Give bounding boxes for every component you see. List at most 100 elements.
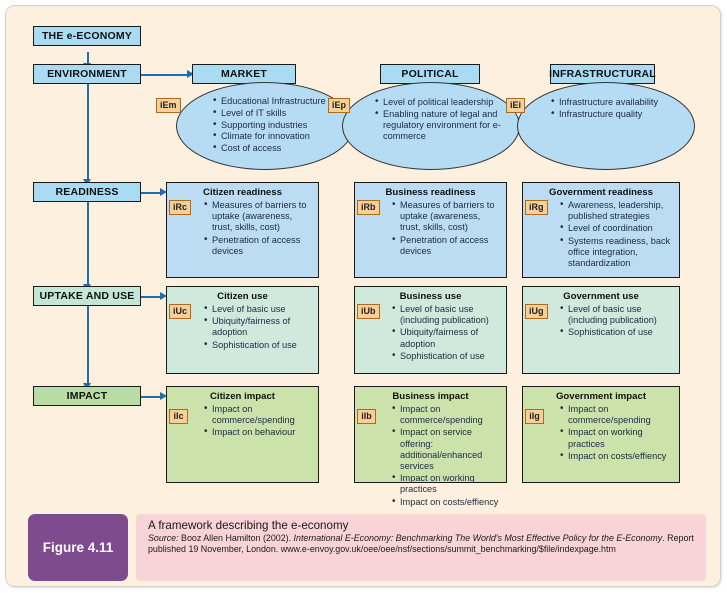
- list-item: Impact on working practices: [560, 426, 673, 449]
- arrow-environment-to-market: [187, 70, 194, 78]
- panel-title: Government use: [563, 291, 639, 302]
- stage-label-uptake-and-use[interactable]: UPTAKE AND USE: [33, 286, 141, 306]
- connector-environment-spine: [87, 84, 89, 183]
- list-item: Supporting industries: [213, 119, 351, 131]
- figure-source-text: Source: Booz Allen Hamilton (2002). Inte…: [148, 533, 696, 556]
- panel-title: Business readiness: [385, 187, 476, 198]
- environment-ellipse-market: Educational Infrastructure Level of IT s…: [176, 82, 354, 170]
- figure-number-badge: Figure 4.11: [28, 514, 128, 581]
- code-tag-iUg[interactable]: iUg: [525, 304, 548, 319]
- uptake-panel-government[interactable]: Government use Level of basic use (inclu…: [522, 286, 680, 374]
- uptake-business-list: Level of basic use (including publicatio…: [355, 303, 506, 362]
- list-item: Penetration of access devices: [392, 234, 500, 257]
- readiness-citizen-list: Measures of barriers to uptake (awarenes…: [167, 199, 318, 257]
- environment-infrastructural-list: Infrastructure availability Infrastructu…: [551, 96, 691, 121]
- list-item: Level of basic use: [204, 303, 312, 315]
- impact-panel-citizen[interactable]: Citizen impact Impact on commerce/spendi…: [166, 386, 319, 483]
- source-title-italic: International E-Economy: Benchmarking Th…: [293, 533, 663, 543]
- list-item: Cost of access: [213, 142, 351, 154]
- connector-uptake-spine: [87, 306, 89, 386]
- list-item: Systems readiness, back office integrati…: [560, 235, 673, 270]
- list-item: Impact on commerce/spending: [204, 403, 312, 426]
- figure-caption-title: A framework describing the e-economy: [148, 519, 349, 532]
- code-tag-iEi[interactable]: iEi: [506, 98, 526, 113]
- panel-title: Citizen readiness: [203, 187, 282, 198]
- list-item: Sophistication of use: [560, 326, 673, 338]
- list-item: Ubiquity/fairness of adoption: [204, 315, 312, 338]
- list-item: Impact on behaviour: [204, 426, 312, 438]
- connector-root-to-environment: [87, 52, 89, 65]
- arrow-uptake-to-panel: [160, 292, 167, 300]
- list-item: Level of IT skills: [213, 107, 351, 119]
- code-tag-iEp[interactable]: iEp: [328, 98, 351, 113]
- environment-header-political[interactable]: POLITICAL: [380, 64, 480, 84]
- arrow-impact-to-panel: [160, 392, 167, 400]
- list-item: Level of basic use (including publicatio…: [392, 303, 500, 326]
- list-item: Impact on service offering: additional/e…: [392, 426, 500, 472]
- list-item: Level of basic use (including publicatio…: [560, 303, 673, 326]
- code-tag-iIg[interactable]: iIg: [525, 409, 544, 424]
- uptake-government-list: Level of basic use (including publicatio…: [523, 303, 679, 339]
- code-tag-iRb[interactable]: iRb: [357, 200, 380, 215]
- list-item: Sophistication of use: [392, 350, 500, 362]
- stage-label-impact[interactable]: IMPACT: [33, 386, 141, 406]
- list-item: Impact on working practices: [392, 472, 500, 495]
- list-item: Impact on costs/effiency: [392, 496, 500, 508]
- panel-title: Citizen impact: [209, 391, 276, 402]
- environment-header-infrastructural[interactable]: INFRASTRUCTURAL: [549, 64, 656, 84]
- list-item: Impact on costs/effiency: [560, 450, 673, 462]
- readiness-government-list: Awareness, leadership, published strateg…: [523, 199, 679, 270]
- figure-caption-bar: Figure 4.11 A framework describing the e…: [6, 509, 720, 586]
- stage-label-environment[interactable]: ENVIRONMENT: [33, 64, 141, 84]
- list-item: Level of political leadership: [375, 96, 517, 108]
- source-part-two: . Report published 19 November, London. …: [148, 533, 694, 555]
- list-item: Ubiquity/fairness of adoption: [392, 326, 500, 349]
- source-label: Source:: [148, 533, 179, 543]
- list-item: Sophistication of use: [204, 339, 312, 351]
- panel-title: Business impact: [392, 391, 469, 402]
- diagram-canvas: THE e-ECONOMY ENVIRONMENT READINESS UPTA…: [6, 6, 720, 507]
- panel-title: Government readiness: [549, 187, 653, 198]
- code-tag-iRg[interactable]: iRg: [525, 200, 548, 215]
- list-item: Penetration of access devices: [204, 234, 312, 257]
- list-item: Infrastructure quality: [551, 108, 691, 120]
- readiness-panel-business[interactable]: Business readiness Measures of barriers …: [354, 182, 507, 278]
- environment-ellipse-infrastructural: Infrastructure availability Infrastructu…: [517, 82, 695, 170]
- code-tag-iUb[interactable]: iUb: [357, 304, 380, 319]
- code-tag-iIb[interactable]: iIb: [357, 409, 376, 424]
- list-item: Educational Infrastructure: [213, 95, 351, 107]
- code-tag-iRc[interactable]: iRc: [169, 200, 192, 215]
- impact-panel-government[interactable]: Government impact Impact on commerce/spe…: [522, 386, 680, 483]
- figure-caption-body: A framework describing the e-economy Sou…: [136, 514, 706, 581]
- list-item: Measures of barriers to uptake (awarenes…: [392, 199, 500, 234]
- uptake-panel-citizen[interactable]: Citizen use Level of basic use Ubiquity/…: [166, 286, 319, 374]
- connector-environment-to-market: [139, 74, 188, 76]
- environment-ellipse-political: Level of political leadership Enabling n…: [342, 82, 520, 170]
- stage-label-readiness[interactable]: READINESS: [33, 182, 141, 202]
- readiness-panel-government[interactable]: Government readiness Awareness, leadersh…: [522, 182, 680, 278]
- root-box-the-e-economy[interactable]: THE e-ECONOMY: [33, 26, 141, 46]
- impact-panel-business[interactable]: Business impact Impact on commerce/spend…: [354, 386, 507, 507]
- environment-market-list: Educational Infrastructure Level of IT s…: [213, 95, 351, 155]
- panel-title: Citizen use: [217, 291, 268, 302]
- list-item: Enabling nature of legal and regulatory …: [375, 108, 517, 143]
- readiness-business-list: Measures of barriers to uptake (awarenes…: [355, 199, 506, 257]
- uptake-citizen-list: Level of basic use Ubiquity/fairness of …: [167, 303, 318, 351]
- list-item: Infrastructure availability: [551, 96, 691, 108]
- environment-header-market[interactable]: MARKET: [192, 64, 296, 84]
- code-tag-iUc[interactable]: iUc: [169, 304, 192, 319]
- impact-citizen-list: Impact on commerce/spending Impact on be…: [167, 403, 318, 439]
- uptake-panel-business[interactable]: Business use Level of basic use (includi…: [354, 286, 507, 374]
- readiness-panel-citizen[interactable]: Citizen readiness Measures of barriers t…: [166, 182, 319, 278]
- list-item: Measures of barriers to uptake (awarenes…: [204, 199, 312, 234]
- code-tag-iEm[interactable]: iEm: [156, 98, 181, 113]
- list-item: Impact on commerce/spending: [392, 403, 500, 426]
- connector-uptake-to-panel: [139, 296, 161, 298]
- panel-title: Government impact: [555, 391, 647, 402]
- list-item: Level of coordination: [560, 222, 673, 234]
- list-item: Climate for innovation: [213, 130, 351, 142]
- source-part-one: Booz Allen Hamilton (2002).: [178, 533, 294, 543]
- connector-impact-to-panel: [139, 396, 161, 398]
- code-tag-iIc[interactable]: iIc: [169, 409, 188, 424]
